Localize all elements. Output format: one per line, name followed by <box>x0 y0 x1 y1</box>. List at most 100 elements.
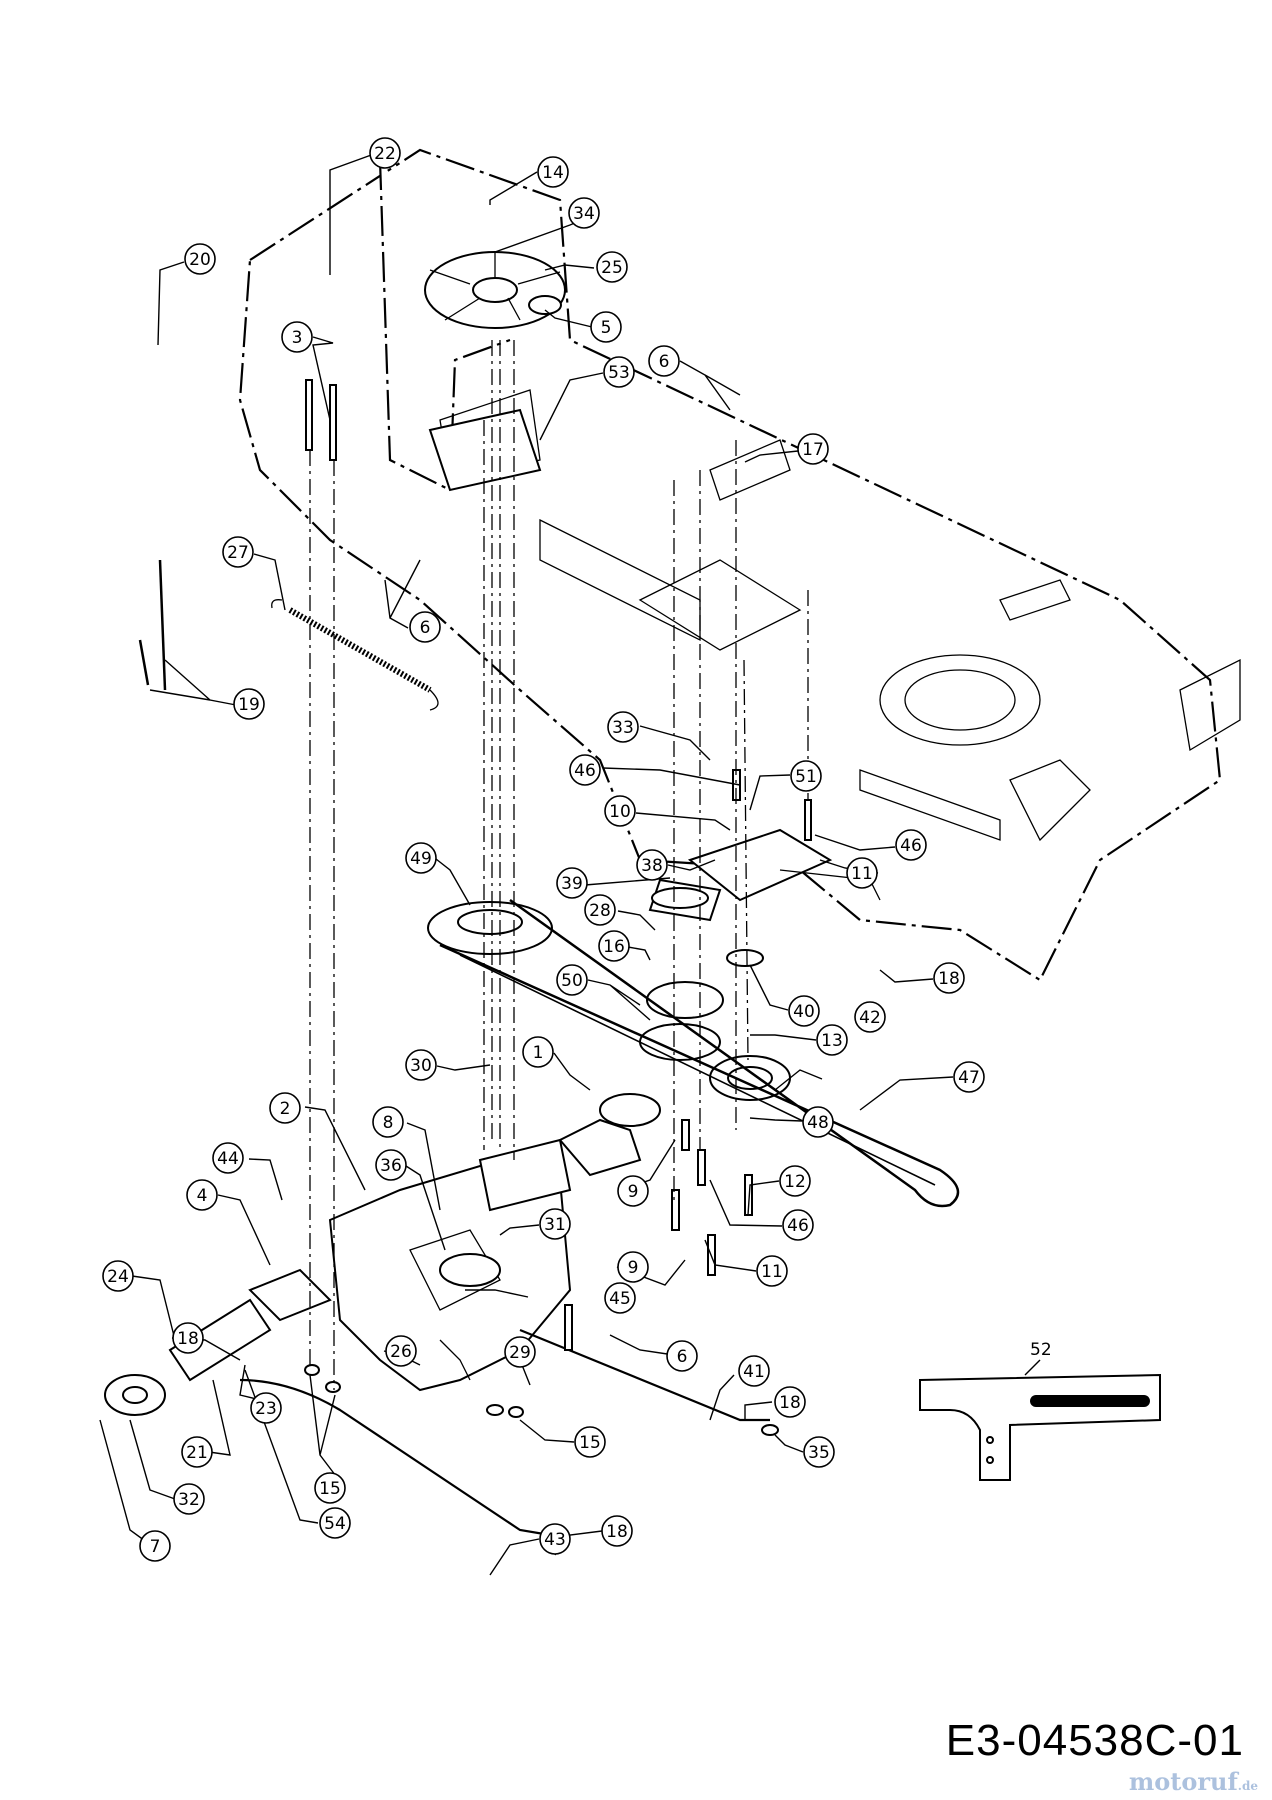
callout-40: 40 <box>788 995 820 1027</box>
callout-number: 44 <box>217 1149 239 1169</box>
cooling-fan <box>424 251 566 329</box>
callout-number: 19 <box>238 695 260 715</box>
callout-number: 42 <box>859 1008 881 1028</box>
callout-11: 11 <box>756 1255 788 1287</box>
callout-8: 8 <box>372 1106 404 1138</box>
callout-49: 49 <box>405 842 437 874</box>
callout-number: 30 <box>410 1056 432 1076</box>
callout-number: 23 <box>255 1399 277 1419</box>
callout-number: 45 <box>609 1289 631 1309</box>
callout-48: 48 <box>802 1106 834 1138</box>
lift-rod <box>138 559 167 691</box>
callout-46: 46 <box>569 754 601 786</box>
callout-46: 46 <box>895 829 927 861</box>
bolts <box>305 379 812 1351</box>
callout-number: 8 <box>383 1113 394 1133</box>
callout-43: 43 <box>539 1523 571 1555</box>
callout-number: 17 <box>802 440 824 460</box>
callout-10: 10 <box>604 795 636 827</box>
callout-number: 21 <box>186 1443 208 1463</box>
callout-number: 46 <box>787 1216 809 1236</box>
callout-23: 23 <box>250 1392 282 1424</box>
callout-number: 53 <box>608 363 630 383</box>
callout-number: 47 <box>958 1068 980 1088</box>
callout-number: 49 <box>410 849 432 869</box>
callout-number: 7 <box>150 1537 161 1557</box>
callout-number: 40 <box>793 1002 815 1022</box>
callout-22: 22 <box>369 137 401 169</box>
callout-number: 11 <box>851 864 873 884</box>
callout-44: 44 <box>212 1142 244 1174</box>
callout-number: 34 <box>573 204 595 224</box>
callout-number: 26 <box>390 1342 412 1362</box>
callout-21: 21 <box>181 1436 213 1468</box>
callout-number: 27 <box>227 543 249 563</box>
callout-18: 18 <box>774 1386 806 1418</box>
callout-7: 7 <box>139 1530 171 1562</box>
callout-number: 20 <box>189 250 211 270</box>
callout-53: 53 <box>603 356 635 388</box>
callout-number: 32 <box>178 1490 200 1510</box>
callout-number: 6 <box>420 618 431 638</box>
watermark-logo: motoruf.de <box>1128 1767 1258 1796</box>
callout-number: 16 <box>603 937 625 957</box>
callout-36: 36 <box>375 1149 407 1181</box>
callout-number: 25 <box>601 258 623 278</box>
callout-number: 4 <box>197 1186 208 1206</box>
callout-19: 19 <box>233 688 265 720</box>
callout-number: 18 <box>938 969 960 989</box>
callout-31: 31 <box>539 1208 571 1240</box>
callout-number: 50 <box>561 971 583 991</box>
callout-30: 30 <box>405 1049 437 1081</box>
callout-number: 33 <box>612 718 634 738</box>
callout-47: 47 <box>953 1061 985 1093</box>
callout-number: 15 <box>579 1433 601 1453</box>
callout-2: 2 <box>269 1092 301 1124</box>
callout-number: 5 <box>601 318 612 338</box>
callout-number: 24 <box>107 1267 129 1287</box>
callout-number: 3 <box>292 328 303 348</box>
callout-51: 51 <box>790 760 822 792</box>
callout-13: 13 <box>816 1024 848 1056</box>
callout-34: 34 <box>568 197 600 229</box>
callout-number: 9 <box>628 1258 639 1278</box>
callout-4: 4 <box>186 1179 218 1211</box>
callout-18: 18 <box>172 1322 204 1354</box>
callout-number: 31 <box>544 1215 566 1235</box>
callout-39: 39 <box>556 867 588 899</box>
callout-number: 15 <box>319 1479 341 1499</box>
engine-mount-plate <box>428 408 542 492</box>
control-rods <box>239 1328 779 1537</box>
callout-number: 39 <box>561 874 583 894</box>
callout-1: 1 <box>522 1036 554 1068</box>
callout-18: 18 <box>933 962 965 994</box>
callout-12: 12 <box>779 1165 811 1197</box>
callout-15: 15 <box>574 1426 606 1458</box>
part-52-bracket <box>919 1359 1161 1481</box>
callout-6: 6 <box>648 345 680 377</box>
callout-number: 46 <box>900 836 922 856</box>
callout-9: 9 <box>617 1175 649 1207</box>
belt-drive <box>427 898 960 1208</box>
callout-number: 43 <box>544 1530 566 1550</box>
callout-number: 18 <box>779 1393 801 1413</box>
callout-27: 27 <box>222 536 254 568</box>
callout-54: 54 <box>319 1507 351 1539</box>
callout-number: 41 <box>743 1362 765 1382</box>
callout-33: 33 <box>607 711 639 743</box>
callout-5: 5 <box>590 311 622 343</box>
callout-16: 16 <box>598 930 630 962</box>
callout-number: 29 <box>509 1343 531 1363</box>
callout-28: 28 <box>584 894 616 926</box>
callout-50: 50 <box>556 964 588 996</box>
transaxle <box>104 1093 661 1418</box>
tractor-frame <box>238 148 1241 982</box>
callout-6: 6 <box>409 611 441 643</box>
drawing-code: E3-04538C-01 <box>945 1716 1244 1765</box>
callout-45: 45 <box>604 1282 636 1314</box>
callout-number: 6 <box>659 352 670 372</box>
callout-number: 35 <box>808 1443 830 1463</box>
callout-number: 13 <box>821 1031 843 1051</box>
callout-3: 3 <box>281 321 313 353</box>
